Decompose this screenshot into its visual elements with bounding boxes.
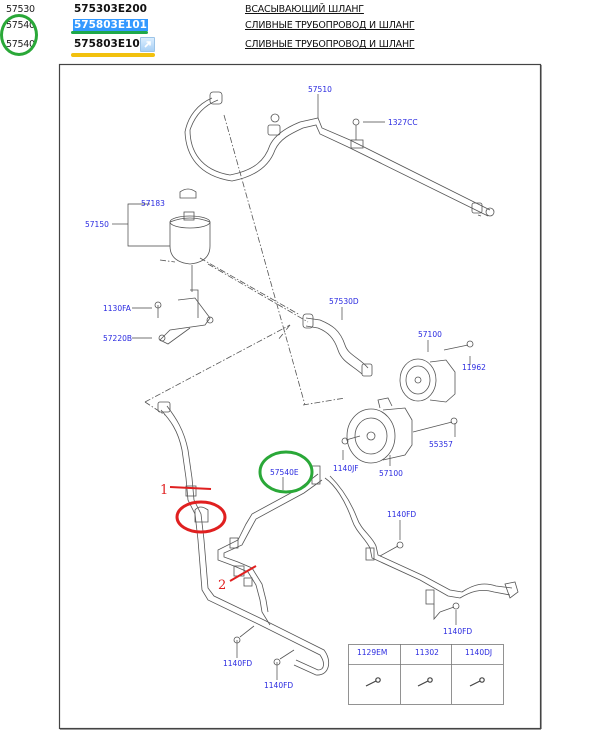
part-description-link[interactable]: ВСАСЫВАЮЩИЙ ШЛАНГ [245,4,364,15]
label-57100-upper[interactable]: 57100 [418,330,442,339]
red-mark-line-1 [169,486,212,490]
label-57540E[interactable]: 57540E [270,468,299,477]
fastener-table [348,644,504,705]
hose-57510 [184,91,495,217]
part-description-link[interactable]: СЛИВНЫЕ ТРУБОПРОВОД И ШЛАНГ [245,39,415,50]
table-header-1140DJ[interactable]: 1140DJ [465,648,492,657]
bolt-icon [365,677,381,687]
label-57150[interactable]: 57150 [85,220,109,229]
return-pipe-57540E [217,465,323,626]
label-1140FD[interactable]: 1140FD [264,681,293,690]
label-57530D[interactable]: 57530D [329,297,359,306]
label-1130FA[interactable]: 1130FA [103,304,132,313]
pump-57100-lower [341,397,458,464]
diagram-frame [58,63,542,730]
dashed-leader-lines [144,114,482,416]
label-1140FD[interactable]: 1140FD [387,510,416,519]
bolt-icon [469,677,485,687]
reservoir-57150 [154,188,214,345]
label-55357[interactable]: 55357 [429,440,453,449]
return-hose-left [157,401,330,676]
pump-57100-upper [399,340,474,403]
parts-row[interactable]: 57530 575303E200 ВСАСЫВАЮЩИЙ ШЛАНГ [0,2,600,18]
bolt-icon [417,677,433,687]
green-underline-highlight [71,31,148,34]
part-number[interactable]: 575803E100 [74,38,147,50]
label-1327CC[interactable]: 1327CC [388,118,418,127]
part-ref-code: 57530 [6,4,35,15]
part-number[interactable]: 575303E200 [74,3,147,15]
hose-57530D [302,313,373,377]
label-1140FD[interactable]: 1140FD [443,627,472,636]
green-circle-annotation [0,14,38,56]
bolt-icon [273,658,281,666]
open-link-button[interactable] [140,37,155,52]
bolt-icon [233,636,241,644]
green-circle-annotation [258,450,314,494]
label-57220B[interactable]: 57220B [103,334,132,343]
part-description-link[interactable]: СЛИВНЫЕ ТРУБОПРОВОД И ШЛАНГ [245,20,415,31]
external-link-icon [144,41,151,48]
label-1140FD[interactable]: 1140FD [223,659,252,668]
table-header-1129EM[interactable]: 1129EM [357,648,387,657]
red-circle-annotation [175,500,227,534]
fastener-bolt-icons [365,677,485,687]
label-11962[interactable]: 11962 [462,363,486,372]
yellow-underline-highlight [71,53,155,57]
red-mark-line-2 [229,565,257,582]
label-1140JF[interactable]: 1140JF [333,464,359,473]
part-number-selected[interactable]: 575803E101 [73,19,148,31]
return-line-right [324,475,519,621]
annotation-mark-2: 2 [218,578,226,593]
annotation-mark-1: 1 [160,483,168,498]
label-57100-lower[interactable]: 57100 [379,469,403,478]
table-header-11302[interactable]: 11302 [415,648,439,657]
label-57183[interactable]: 57183 [141,199,165,208]
label-leader-lines [112,94,471,680]
label-57510[interactable]: 57510 [308,85,332,94]
